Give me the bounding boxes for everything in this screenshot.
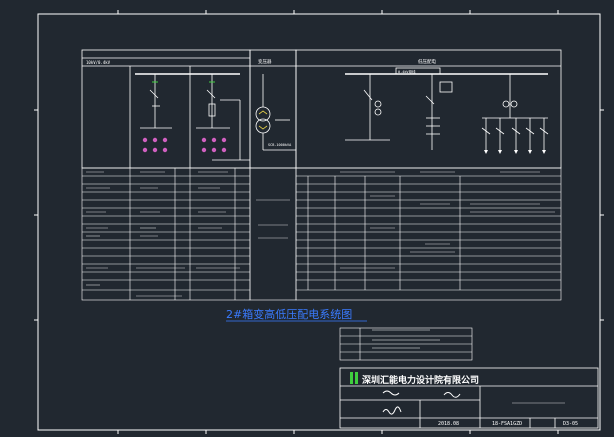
revision-table	[339, 327, 473, 361]
lv-arrows	[484, 150, 546, 154]
title-block	[339, 367, 599, 429]
transformer-spec: SCB-1000kVA	[268, 143, 292, 147]
transformer-core	[258, 110, 268, 130]
transformer-label: 变压器	[258, 58, 272, 65]
drawing-date: 2018.08	[438, 421, 459, 427]
signature-marks	[382, 390, 461, 415]
company-logo-icon	[350, 372, 358, 384]
lv-bus-label: 0.4kV母线	[398, 69, 416, 74]
company-name: 深圳汇能电力设计院有限公司	[362, 374, 479, 386]
hv-section	[81, 49, 251, 169]
lv-section-label: 低压配电	[418, 58, 436, 65]
main-title: 2#箱变高低压配电系统图	[226, 307, 352, 321]
sheet-number: D3-05	[563, 421, 578, 427]
drawing-number: 18-FSA1GZD	[492, 421, 522, 427]
hv-surge-arresters	[142, 137, 227, 153]
equipment-table-right	[295, 167, 562, 301]
hv-section-label: 10kV/0.4kV	[86, 60, 111, 65]
table-fine-text	[86, 171, 555, 297]
equipment-table-left	[81, 167, 251, 301]
drawing-frame	[34, 10, 604, 434]
